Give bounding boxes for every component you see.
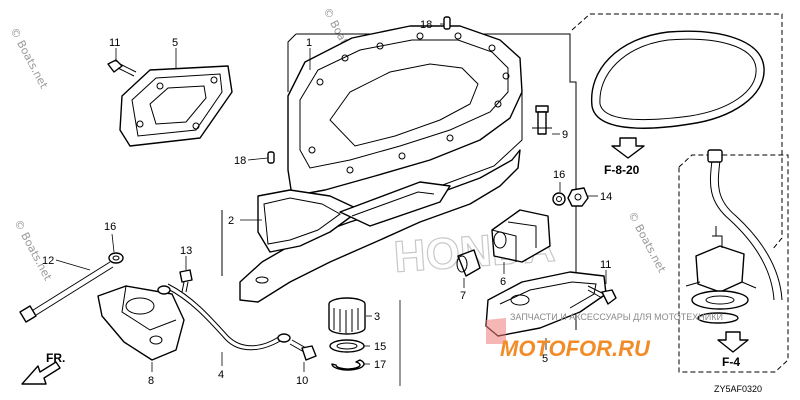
water-pump-assembly	[685, 226, 757, 324]
circlip	[331, 359, 365, 371]
shop-logo: MOTOFOR.RU	[500, 336, 651, 361]
callout-16-left: 16	[104, 221, 116, 233]
callout-11-bottom: 11	[600, 259, 611, 271]
gasket-group-ref: F-8-20	[604, 163, 640, 177]
pump-group-ref: F-4	[722, 355, 740, 369]
callout-10: 10	[296, 375, 308, 387]
red-patch	[486, 318, 506, 344]
front-arrow	[21, 361, 61, 385]
cover-plate-top	[119, 65, 233, 147]
callout-3: 3	[374, 311, 380, 323]
callout-5-top: 5	[172, 37, 178, 49]
washer-16-right	[552, 192, 566, 206]
front-label: FR.	[46, 351, 65, 365]
bolt-9	[532, 105, 552, 135]
callout-18-top: 18	[420, 19, 432, 31]
gasket-ref-arrow	[611, 137, 645, 159]
shop-line-watermark: ЗАПЧАСТИ И АКСЕССУАРЫ ДЛЯ МОТОТЕХНИКИ	[510, 312, 723, 322]
extension-case-lower	[239, 149, 521, 303]
collar	[456, 249, 481, 277]
callout-18-left: 18	[234, 155, 246, 167]
bolt-top	[107, 59, 137, 77]
boats-watermark-2: © Boats.net	[11, 217, 54, 283]
clamp-bracket	[97, 285, 185, 361]
callout-1: 1	[306, 37, 312, 49]
callout-12: 12	[42, 255, 54, 267]
bolt-10	[289, 339, 317, 361]
ground-cable	[157, 283, 291, 351]
callout-5-bottom: 5	[542, 353, 548, 365]
pump-group-frame	[678, 154, 789, 373]
dowel-pin-lower	[267, 151, 275, 164]
washer-16-left	[108, 252, 124, 264]
callout-11-top: 11	[109, 37, 120, 49]
callout-2: 2	[228, 215, 234, 227]
callout-6: 6	[500, 276, 506, 288]
callout-9: 9	[562, 129, 568, 141]
diagram-code: ZY5AF0320	[714, 384, 762, 394]
needle-bearing	[328, 297, 366, 335]
dowel-pin-upper	[443, 16, 451, 30]
callout-numbers: 1 2 3 4 5 5 6 7 8 9 10 11 11 12 13 14 15…	[42, 19, 612, 387]
bolt-bottom	[587, 285, 617, 305]
callout-4: 4	[218, 369, 224, 381]
shop-logo-text: MOTOFOR.RU	[500, 336, 651, 361]
gasket-ring	[591, 30, 765, 129]
pump-ref-arrow	[717, 331, 749, 353]
long-bolt	[19, 261, 114, 323]
boats-watermark-1: © Boats.net	[7, 25, 50, 91]
leader-lines	[55, 23, 607, 386]
mount-rubber	[491, 209, 551, 263]
callout-8: 8	[148, 375, 154, 387]
callout-14: 14	[600, 191, 612, 203]
callout-13: 13	[180, 245, 192, 257]
callout-16-right: 16	[553, 169, 565, 181]
thrust-washer	[329, 339, 365, 353]
screw-13	[179, 269, 193, 293]
nut-14	[567, 187, 589, 207]
callout-7: 7	[460, 290, 466, 302]
callout-15: 15	[374, 341, 386, 353]
water-pump-tube	[707, 149, 783, 301]
callout-17: 17	[374, 359, 386, 371]
boats-watermark-3: © Boats.net	[625, 209, 668, 275]
gasket-group-frame	[571, 13, 783, 251]
